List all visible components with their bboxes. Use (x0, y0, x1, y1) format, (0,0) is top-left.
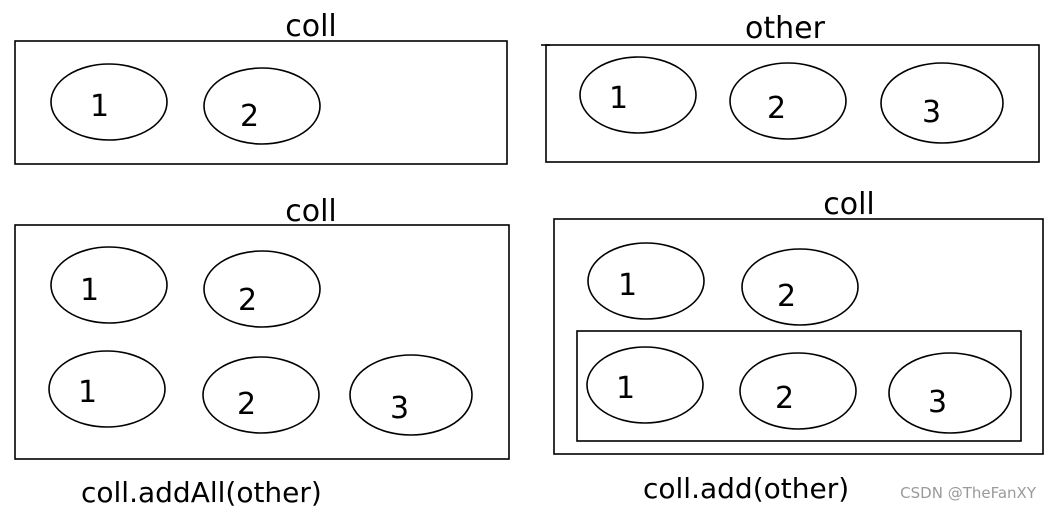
element-label: 3 (922, 95, 941, 130)
coll-box-top (14, 40, 508, 165)
element-ellipse (349, 354, 473, 436)
element-ellipse (729, 62, 847, 140)
other-box-top (545, 44, 1040, 163)
element-label: 2 (240, 99, 259, 134)
element-ellipse (48, 350, 166, 428)
element-ellipse (741, 248, 859, 326)
element-label: 2 (767, 91, 786, 126)
panel-title: other (745, 11, 826, 46)
element-label: 1 (80, 273, 99, 308)
element-ellipse (880, 62, 1004, 144)
element-ellipse (888, 352, 1012, 434)
panel-title: coll (823, 187, 875, 222)
watermark: CSDN @TheFanXY (900, 484, 1037, 502)
nested-other-box (576, 330, 1022, 442)
element-ellipse (587, 242, 705, 320)
element-label: 3 (390, 391, 409, 426)
element-ellipse (579, 56, 697, 134)
element-label: 2 (775, 381, 794, 416)
element-label: 1 (616, 371, 635, 406)
panel-title: coll (285, 194, 337, 229)
caption-addall: coll.addAll(other) (81, 476, 322, 509)
coll-box-add (553, 218, 1044, 455)
element-ellipse (50, 63, 168, 141)
element-label: 1 (618, 268, 637, 303)
element-label: 1 (78, 375, 97, 410)
element-label: 2 (237, 387, 256, 422)
coll-box-addall (14, 224, 510, 460)
element-ellipse (203, 250, 321, 328)
element-ellipse (586, 346, 704, 424)
element-label: 2 (238, 283, 257, 318)
element-label: 3 (928, 385, 947, 420)
element-label: 1 (609, 81, 628, 116)
element-ellipse (202, 356, 320, 434)
element-ellipse (739, 352, 857, 430)
caption-add: coll.add(other) (643, 472, 849, 505)
element-ellipse (50, 246, 168, 324)
element-ellipse (203, 67, 321, 145)
element-label: 1 (90, 89, 109, 124)
element-label: 2 (777, 279, 796, 314)
panel-title: coll (285, 9, 337, 44)
